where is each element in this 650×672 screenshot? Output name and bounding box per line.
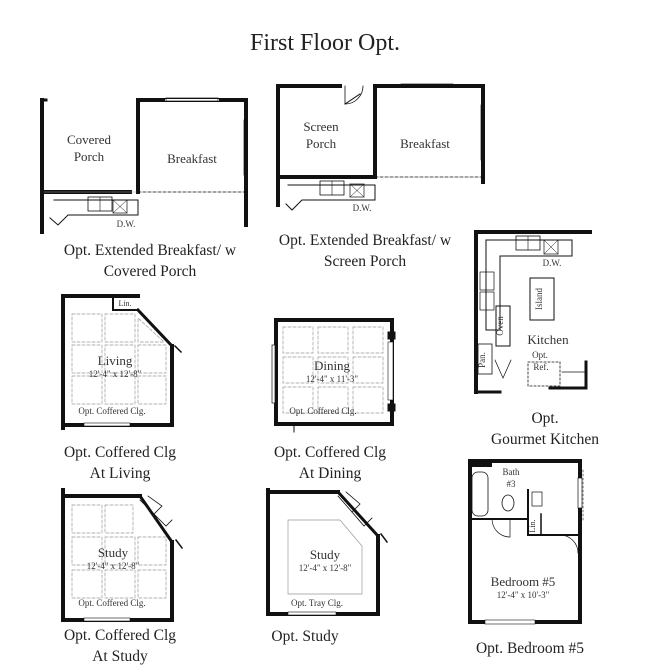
dining-label: Dining (314, 358, 351, 373)
caption-line: Opt. Coffered Clg (63, 627, 177, 644)
island-label: Island (534, 288, 544, 310)
dishwasher-label: D.W. (117, 219, 136, 229)
caption-line: Opt. Bedroom #5 (475, 640, 585, 657)
caption-line: Opt. (531, 410, 559, 427)
bath-label-2: #3 (507, 479, 517, 489)
caption-ext-breakfast-screen-porch: Opt. Extended Breakfast/ w Screen Porch (255, 230, 475, 272)
oven-label: Oven (495, 316, 505, 336)
pantry-label: Pan. (477, 352, 487, 368)
caption-coffered-dining: Opt. Coffered Clg At Dining (250, 442, 410, 484)
breakfast-label: Breakfast (400, 136, 450, 151)
bedroom-5-size: 12'-4" x 10'-3" (497, 590, 550, 600)
bath-label-1: Bath (503, 467, 520, 477)
study-ceiling-label: Opt. Coffered Clg. (78, 598, 145, 608)
dining-ceiling-label: Opt. Coffered Clg. (289, 406, 356, 416)
kitchen-label: Kitchen (527, 332, 569, 347)
living-label: Living (98, 353, 133, 368)
living-ceiling-label: Opt. Coffered Clg. (78, 406, 145, 416)
study-ceiling-label: Opt. Tray Clg. (291, 598, 343, 608)
caption-line: Opt. Coffered Clg (63, 444, 177, 461)
caption-line: Covered Porch (103, 263, 197, 280)
study-label: Study (310, 547, 341, 562)
page-title: First Floor Opt. (249, 30, 401, 56)
plan-gourmet-kitchen (474, 230, 592, 394)
caption-line: At Study (92, 648, 148, 665)
study-label: Study (98, 545, 129, 560)
plan-extended-breakfast-screen-porch (276, 83, 485, 211)
dishwasher-label: D.W. (353, 203, 372, 213)
study-size: 12'-4" x 12'-8" (87, 561, 140, 571)
plan-study (266, 488, 389, 616)
bedroom-5-label: Bedroom #5 (491, 574, 556, 589)
ref-label-1: Opt. (532, 350, 548, 360)
plan-coffered-dining (271, 318, 396, 433)
plan-coffered-living (61, 294, 183, 430)
caption-line: Gourmet Kitchen (490, 431, 600, 448)
caption-coffered-living: Opt. Coffered Clg At Living (40, 442, 200, 484)
plan-extended-breakfast-covered-porch (40, 97, 248, 234)
caption-line: Opt. Extended Breakfast/ w (63, 242, 237, 259)
plan-coffered-study (61, 488, 184, 622)
dining-size: 12'-4" x 11'-3" (306, 374, 359, 384)
screen-porch-label-1: Screen (303, 119, 339, 134)
study-size: 12'-4" x 12'-8" (299, 563, 352, 573)
caption-line: At Dining (298, 465, 362, 482)
caption-ext-breakfast-covered-porch: Opt. Extended Breakfast/ w Covered Porch (30, 240, 270, 282)
ref-label-2: Ref. (533, 362, 548, 372)
caption-gourmet-kitchen: Opt. Gourmet Kitchen (460, 408, 630, 450)
caption-line: Opt. Coffered Clg (273, 444, 387, 461)
screen-porch-label-2: Porch (306, 136, 337, 151)
caption-line: Screen Porch (323, 253, 407, 270)
plan-bedroom-5 (468, 459, 584, 625)
linen-label: Lin. (118, 299, 131, 308)
caption-line: Opt. Extended Breakfast/ w (278, 232, 452, 249)
caption-line: Opt. Study (271, 628, 339, 645)
covered-porch-label-2: Porch (74, 149, 105, 164)
breakfast-label: Breakfast (167, 151, 217, 166)
linen-label: Lin. (528, 519, 537, 532)
covered-porch-label-1: Covered (67, 132, 112, 147)
caption-line: At Living (89, 465, 151, 482)
caption-study: Opt. Study (250, 626, 360, 647)
caption-coffered-study: Opt. Coffered Clg At Study (40, 625, 200, 667)
caption-bedroom-5: Opt. Bedroom #5 (455, 638, 605, 659)
living-size: 12'-4" x 12'-8" (89, 369, 142, 379)
dishwasher-label: D.W. (543, 258, 562, 268)
